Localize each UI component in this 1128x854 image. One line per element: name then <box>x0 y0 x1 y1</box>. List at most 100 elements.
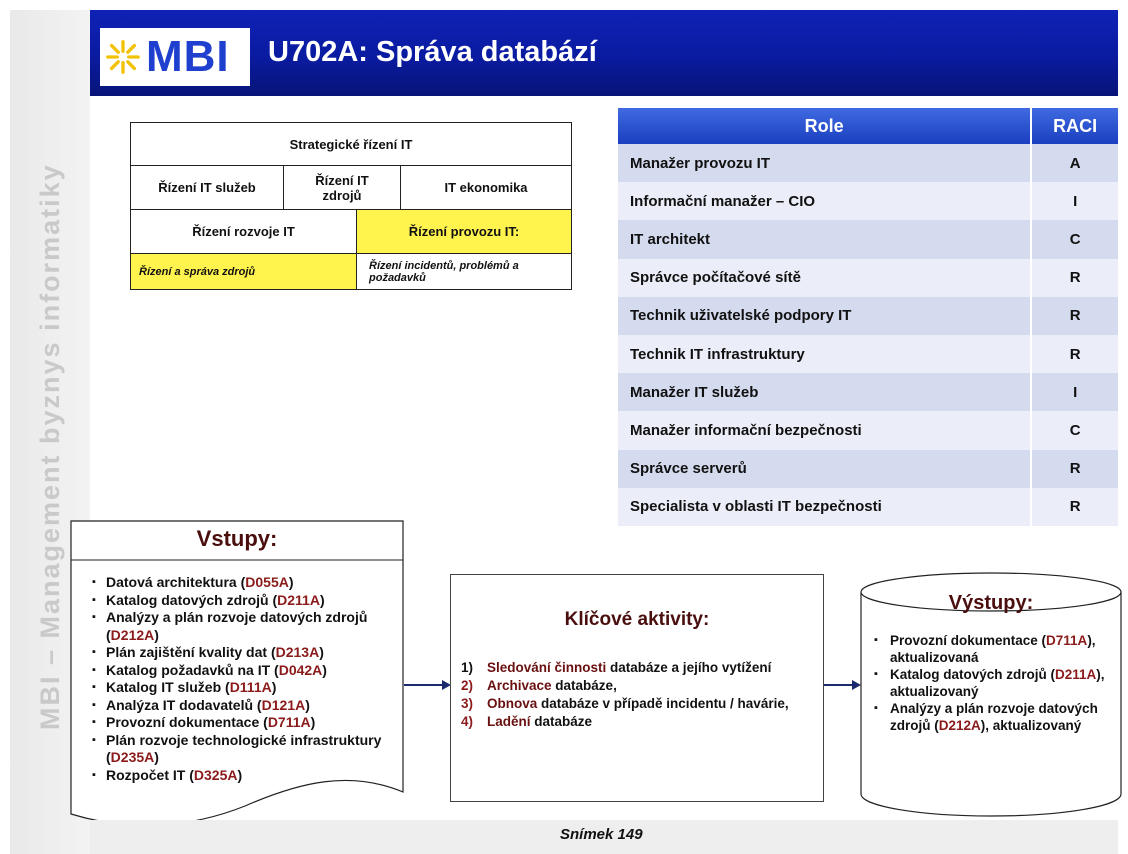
outputs-list: Provozní dokumentace (D711A), aktualizov… <box>874 632 1114 734</box>
raci-value: R <box>1032 449 1118 488</box>
raci-value: I <box>1032 182 1118 221</box>
item-text: Provozní dokumentace ( <box>890 633 1047 648</box>
list-item: Provozní dokumentace (D711A), aktualizov… <box>874 632 1114 666</box>
pm-resource-mgmt: Řízení a správa zdrojů <box>130 253 357 290</box>
raci-value: R <box>1032 296 1118 335</box>
list-item: Analýza IT dodavatelů (D121A) <box>92 697 392 715</box>
inputs-list: Datová architektura (D055A)Katalog datov… <box>92 574 392 784</box>
activity-number: 3) <box>461 696 474 711</box>
pm-incidents: Řízení incidentů, problémů a požadavků <box>356 253 572 290</box>
list-item: Katalog datových zdrojů (D211A) <box>92 592 392 610</box>
raci-header: Role RACI <box>618 108 1118 144</box>
item-code: D055A <box>245 574 289 590</box>
header-bar <box>90 10 1118 96</box>
arrow-icon <box>404 680 451 690</box>
item-text: Datová architektura ( <box>106 574 246 590</box>
item-tail: ) <box>271 679 277 695</box>
activity-highlight: Archivace <box>487 678 552 693</box>
item-text: Plán zajištění kvality dat ( <box>106 644 276 660</box>
activity-highlight: Sledování činnosti <box>487 660 607 675</box>
item-code: D212A <box>110 626 155 643</box>
arrow-icon <box>824 680 861 690</box>
activity-rest: databáze a jejího vytížení <box>606 660 772 675</box>
item-code: D211A <box>277 591 320 608</box>
list-item: Plán rozvoje technologické infrastruktur… <box>92 732 392 767</box>
pm-development: Řízení rozvoje IT <box>130 209 357 254</box>
activity-highlight: Ladění <box>487 714 531 729</box>
item-tail: ) <box>319 591 325 608</box>
item-text: Katalog požadavků na IT ( <box>106 661 279 678</box>
list-item: Rozpočet IT (D325A) <box>92 767 392 785</box>
item-text: Katalog datových zdrojů ( <box>890 667 1056 682</box>
raci-header-raci: RACI <box>1032 108 1118 144</box>
list-item: Provozní dokumentace (D711A) <box>92 714 392 732</box>
item-tail: ) <box>305 696 310 713</box>
raci-role: IT architekt <box>618 220 1031 259</box>
page-title: U702A: Správa databází <box>268 36 597 68</box>
raci-value: I <box>1032 373 1118 412</box>
raci-value: R <box>1032 258 1118 297</box>
raci-header-role: Role <box>618 108 1031 144</box>
sun-icon <box>106 40 140 74</box>
item-code: D121A <box>261 696 306 713</box>
raci-role: Manažer IT služeb <box>618 373 1031 412</box>
raci-value: C <box>1032 220 1118 259</box>
item-code: D711A <box>267 714 311 730</box>
item-code: D211A <box>1055 667 1097 682</box>
logo-text: MBI <box>146 32 230 81</box>
activities-list: 1) Sledování činnosti databáze a jejího v… <box>461 659 811 731</box>
raci-role: Specialista v oblasti IT bezpečnosti <box>618 487 1031 526</box>
pm-operations: Řízení provozu IT: <box>356 209 572 254</box>
raci-role: Správce počítačové sítě <box>618 258 1031 297</box>
list-item: Analýzy a plán rozvoje datových zdrojů (… <box>874 700 1114 734</box>
raci-value: A <box>1032 144 1118 183</box>
outputs-title: Výstupy: <box>948 592 1034 614</box>
item-text: Provozní dokumentace ( <box>106 714 268 730</box>
item-tail: ) <box>319 644 324 660</box>
footer-bar <box>90 820 1118 854</box>
item-text: Analýzy a plán rozvoje datových zdrojů ( <box>106 609 368 643</box>
item-code: D111A <box>229 679 272 695</box>
item-code: D212A <box>938 718 981 733</box>
raci-value: R <box>1032 487 1118 526</box>
activity-text: Ladění databáze <box>487 713 592 731</box>
raci-role: Technik IT infrastruktury <box>618 334 1031 374</box>
activity-text: Sledování činnosti databáze a jejího vyt… <box>487 659 771 677</box>
item-text: Katalog datových zdrojů ( <box>106 591 278 608</box>
activities-title: Klíčové aktivity: <box>564 609 710 630</box>
item-text: Analýzy a plán rozvoje datových zdrojů ( <box>890 701 1098 733</box>
activity-rest: databáze <box>530 714 593 729</box>
raci-role: Manažer provozu IT <box>618 144 1031 183</box>
raci-role: Informační manažer – CIO <box>618 182 1031 221</box>
activity-number: 1) <box>461 660 474 675</box>
activity-item: 2)Archivace databáze, <box>461 677 811 695</box>
item-text: Plán rozvoje technologické infrastruktur… <box>106 731 382 766</box>
raci-role: Technik uživatelské podpory IT <box>618 296 1031 335</box>
activity-highlight: Obnova <box>487 696 538 711</box>
list-item: Katalog datových zdrojů (D211A), aktuali… <box>874 666 1114 700</box>
activity-text: Archivace databáze, <box>487 677 617 695</box>
item-tail: ) <box>154 749 159 765</box>
activity-item: 4)Ladění databáze <box>461 713 811 731</box>
list-item: Plán zajištění kvality dat (D213A) <box>92 644 392 662</box>
item-text: Katalog IT služeb ( <box>106 679 230 695</box>
pm-economics: IT ekonomika <box>400 165 572 210</box>
activity-item: 1) Sledování činnosti databáze a jejího v… <box>461 659 811 677</box>
mbi-logo: MBI <box>100 28 250 86</box>
item-code: D235A <box>110 749 155 765</box>
item-tail: ), aktualizovaný <box>890 667 1105 699</box>
item-text: Rozpočet IT ( <box>106 766 194 783</box>
list-item: Analýzy a plán rozvoje datových zdrojů (… <box>92 609 392 644</box>
item-tail: ) <box>288 574 294 590</box>
process-map: Strategické řízení IT Řízení IT služeb Ř… <box>130 122 572 290</box>
list-item: Datová architektura (D055A) <box>92 574 392 592</box>
